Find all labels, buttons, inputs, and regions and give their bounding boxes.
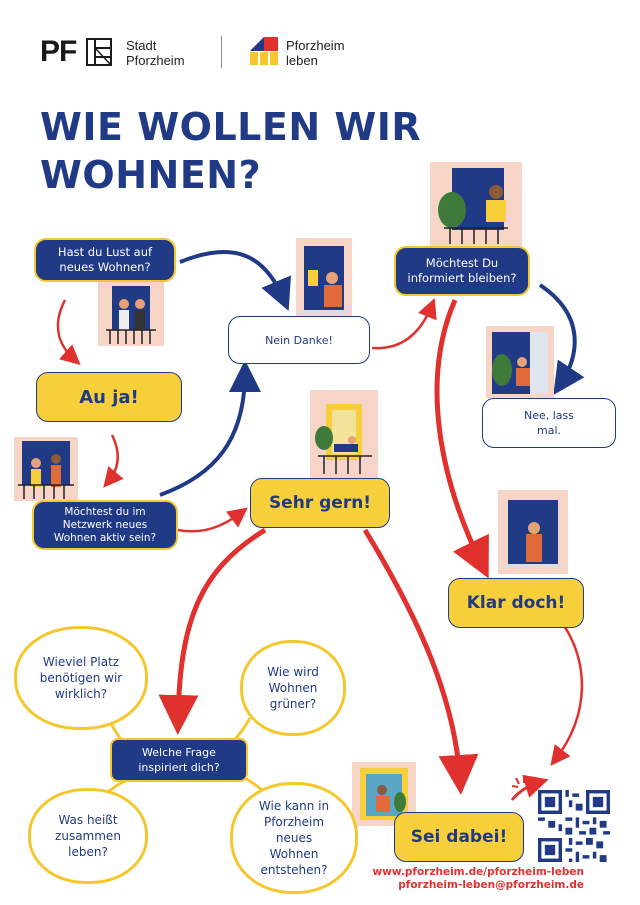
contact-footer: www.pforzheim.de/pforzheim-leben pforzhe… [372,866,584,892]
cloud-zusammen: Was heißt zusammen leben? [28,788,148,884]
arrow-nein-to-info [371,298,437,350]
arrow-info-to-klardoch [434,298,489,579]
arrow-lust-to-nein [179,250,291,312]
org-name: Stadt Pforzheim [126,38,185,68]
violinist-window-illustration [498,490,568,574]
arrow-netzwerk-to-sehrgern [177,507,248,533]
arrow-auja-to-netzwerk [103,434,124,488]
brand-line1: Pforzheim [286,38,345,53]
bubble-sei-dabei: Sei dabei! [394,812,524,862]
page-title: WIE WOLLEN WIR WOHNEN? [40,103,421,199]
cloud-entstehen: Wie kann in Pforzheim neues Wohnen entst… [230,782,358,894]
pf-logo-text: PF [40,35,77,68]
header-divider [221,36,222,68]
arrow-info-to-nee [538,283,585,395]
bubble-lust: Hast du Lust auf neues Wohnen? [34,238,176,282]
cloud-platz: Wieviel Platz benötigen wir wirklich? [14,626,148,730]
arrow-sehrgern-to-dabei [362,528,479,795]
bubble-sehr-gern: Sehr gern! [250,478,390,528]
org-line1: Stadt [126,38,157,53]
org-line2: Pforzheim [126,53,185,68]
sitting-woman-window-illustration [486,326,554,398]
pf-logo-grid-icon [86,38,112,66]
bubble-au-ja: Au ja! [36,372,182,422]
website-link[interactable]: www.pforzheim.de/pforzheim-leben [372,866,584,878]
brand-name: Pforzheim leben [286,38,345,68]
click-burst-icon [511,776,525,788]
arrow-to-qr [510,774,549,801]
yoga-balcony-illustration [310,390,378,478]
cloud-gruener: Wie wird Wohnen grüner? [240,640,346,736]
guitar-player-window-illustration [430,162,522,246]
email-link[interactable]: pforzheim-leben@pforzheim.de [398,879,584,891]
bubble-netzwerk: Möchtest du im Netzwerk neues Wohnen akt… [32,500,178,550]
brand-line2: leben [286,53,318,68]
family-balcony-illustration [14,437,78,501]
arrow-lust-to-auja [56,299,81,365]
qr-code-icon[interactable] [538,790,610,862]
bubble-welche-frage: Welche Frage inspiriert dich? [110,738,248,782]
bubble-nein-danke: Nein Danke! [228,316,370,364]
bubble-klar-doch: Klar doch! [448,578,584,628]
bubble-informiert: Möchtest Du informiert bleiben? [394,246,530,296]
balcony-couple-illustration [98,282,164,346]
arrow-klardoch-to-dabei [550,619,584,766]
arrow-sehrgern-to-frage [158,527,267,735]
title-line1: WIE WOLLEN WIR [40,105,422,149]
title-line2: WOHNEN? [40,153,262,197]
painter-window-illustration [296,238,352,318]
arrow-netzwerk-to-nein [159,360,261,497]
bubble-nee: Nee, lass mal. [482,398,616,448]
pforzheim-leben-logo-icon [250,37,278,65]
